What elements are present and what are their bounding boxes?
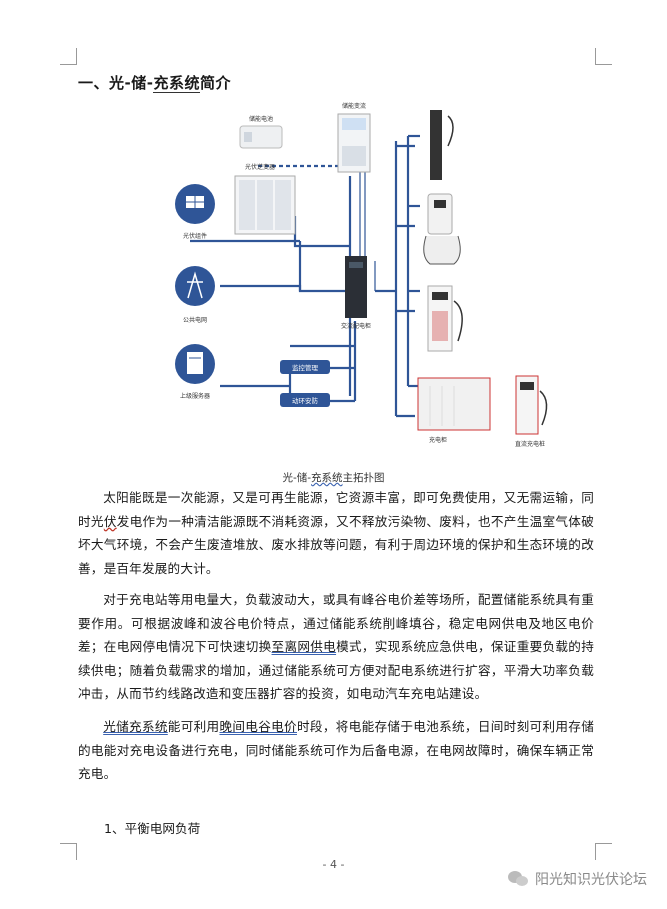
paragraph-3: 光储充系统能可利用晚间电谷电价时段，将电能存储于电池系统，日间时刻可利用存储的电… bbox=[78, 715, 594, 786]
pcs-device: 储能变流 bbox=[337, 102, 371, 173]
monitor-tag: 监控管理 bbox=[280, 360, 330, 374]
dual-charger-device bbox=[423, 193, 461, 265]
storage-battery-device: 储能电池 bbox=[239, 115, 283, 149]
p3-text-d: 时段，将电能存储于电池系统，日间时刻可利用存储的电能对充电设备进行充电，同时储能… bbox=[78, 719, 594, 781]
label-charging-cabinet: 充电柜 bbox=[429, 436, 447, 444]
floor-charger-device bbox=[427, 285, 463, 352]
topology-diagram: 储能电池 储能变流 光伏逆变器 光伏组件 bbox=[175, 102, 548, 448]
caption-suffix: 主拓扑图 bbox=[342, 472, 385, 484]
p3-text-a: 光储充系统 bbox=[103, 719, 168, 734]
figure-caption: 光-储-充系统主拓扑图 bbox=[0, 470, 667, 485]
pv-module-node: 光伏组件 bbox=[175, 184, 215, 240]
p3-text-c: 晚间电谷电价 bbox=[219, 719, 297, 734]
heading-prefix: 一、光-储- bbox=[78, 74, 154, 92]
page-number: - 4 - bbox=[322, 858, 345, 871]
p2-text-a: 对于充电站等用电量大，负载波动大，或具有峰谷电价差等场所，配置储能系统具有重要作… bbox=[78, 592, 594, 654]
paragraph-1: 太阳能既是一次能源，又是可再生能源，它资源丰富，即可免费使用，又无需运输，同时光… bbox=[78, 486, 594, 580]
acdc-cabinet-device: 交流配电柜 bbox=[341, 256, 371, 330]
watermark-text: 阳光知识光伏论坛 bbox=[535, 872, 647, 888]
heading-underlined: 充系统 bbox=[153, 74, 200, 93]
label-pv-inverter: 光伏逆变器 bbox=[245, 163, 275, 171]
pv-inverter-device: 光伏逆变器 bbox=[234, 163, 296, 235]
charging-cabinet-device: 充电柜 bbox=[417, 377, 491, 444]
p2-text-c: 模式，实现系统应急供电，保证重要负载的持续供电；随着负载需求的增加，通过储能系统… bbox=[78, 639, 595, 701]
label-security: 动环安防 bbox=[292, 396, 319, 405]
security-tag: 动环安防 bbox=[280, 393, 330, 407]
label-monitor: 监控管理 bbox=[292, 363, 319, 372]
label-dc-pile: 直流充电桩 bbox=[515, 440, 545, 448]
server-node: 上级服务器 bbox=[175, 344, 215, 400]
label-acdc-cabinet: 交流配电柜 bbox=[341, 322, 371, 330]
label-storage-battery: 储能电池 bbox=[249, 115, 273, 123]
section-heading: 一、光-储-充系统简介 bbox=[78, 72, 231, 93]
caption-wavy: 充系统 bbox=[311, 472, 343, 484]
wechat-icon bbox=[508, 871, 528, 886]
p1-text-b: 伏 bbox=[103, 513, 117, 529]
watermark: 阳光知识光伏论坛 bbox=[507, 869, 647, 889]
label-pv-module: 光伏组件 bbox=[183, 232, 207, 240]
p3-text-b: 能可利用 bbox=[167, 719, 220, 734]
paragraph-2: 对于充电站等用电量大，负载波动大，或具有峰谷电价差等场所，配置储能系统具有重要作… bbox=[78, 588, 594, 706]
corner-mark-top-left bbox=[60, 48, 77, 65]
label-server: 上级服务器 bbox=[180, 392, 210, 400]
wall-charger-device bbox=[430, 110, 454, 180]
p1-text-c: 发电作为一种清洁能源既不消耗资源，又不释放污染物、废料，也不产生温室气体破坏大气… bbox=[78, 513, 594, 576]
subheading: 1、平衡电网负荷 bbox=[104, 821, 201, 836]
label-grid: 公共电网 bbox=[183, 316, 207, 324]
label-pcs: 储能变流 bbox=[342, 102, 366, 110]
corner-mark-bottom-right bbox=[595, 843, 612, 860]
caption-prefix: 光-储- bbox=[282, 472, 312, 484]
heading-suffix: 简介 bbox=[199, 74, 231, 92]
corner-mark-bottom-left bbox=[60, 843, 77, 860]
dc-pile-device: 直流充电桩 bbox=[515, 375, 548, 448]
grid-node: 公共电网 bbox=[175, 266, 215, 324]
p2-text-b: 至离网供电 bbox=[271, 639, 337, 654]
p1-text-a: 太阳能既是一次能源，又是可再生能源，它资源丰富，即可免费使用，又无需运输，同时光 bbox=[78, 490, 594, 529]
corner-mark-top-right bbox=[595, 48, 612, 65]
